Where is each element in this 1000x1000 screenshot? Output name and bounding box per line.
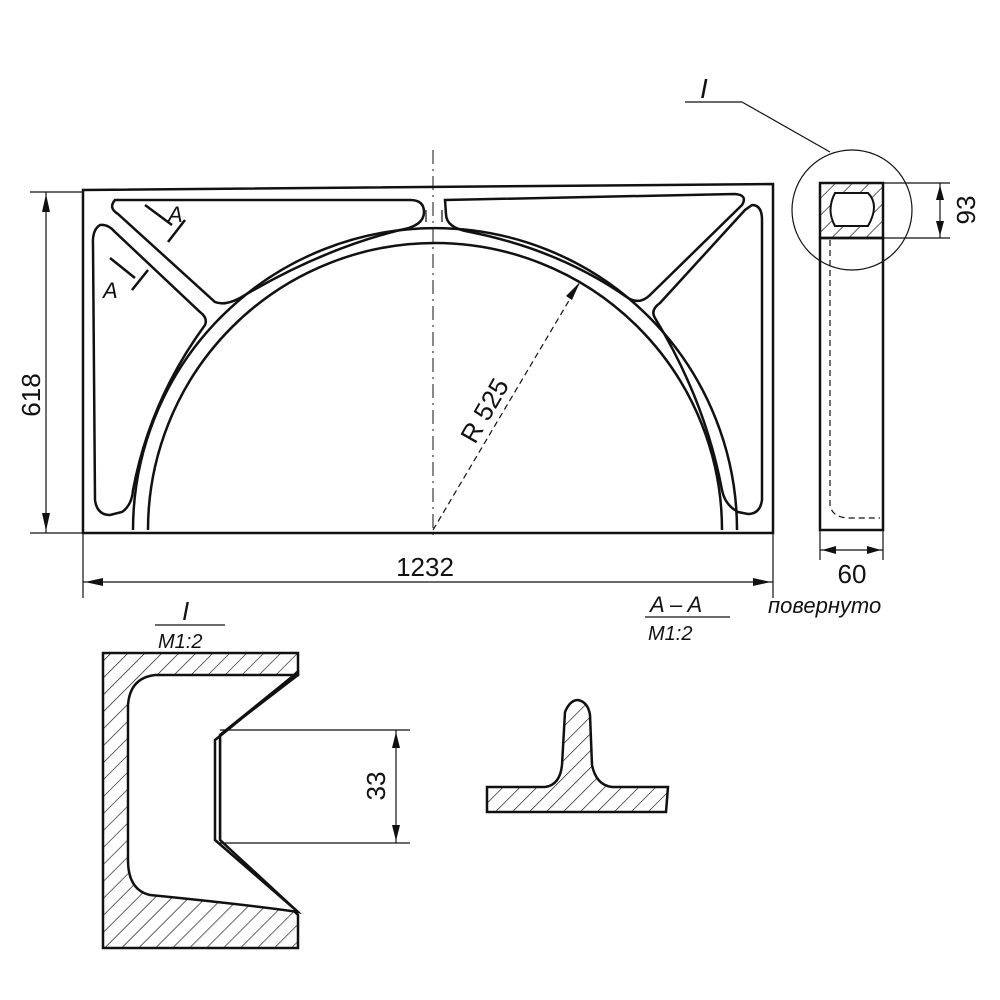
side-view: I 93 60 <box>685 73 981 589</box>
detail-scale: M1:2 <box>158 631 202 653</box>
detail-height-label: 93 <box>951 196 981 225</box>
section-title: A – A M1:2 повернуто <box>645 592 881 645</box>
section-mark-lower: A <box>101 278 118 303</box>
section-title-label: A – A <box>648 592 702 617</box>
section-note: повернуто <box>768 593 881 618</box>
detail-inner-label: 33 <box>361 772 391 801</box>
radius-label: R 525 <box>454 373 515 448</box>
front-view: R 525 A A 618 1232 <box>16 150 775 598</box>
width-label: 1232 <box>396 552 454 582</box>
section-scale-label: M1:2 <box>648 623 692 645</box>
section-profile <box>485 698 670 814</box>
height-label: 618 <box>16 373 46 416</box>
detail-view: I M1:2 33 <box>101 596 410 950</box>
detail-title: I <box>182 596 189 626</box>
detail-callout: I <box>700 73 708 104</box>
side-width-label: 60 <box>838 559 867 589</box>
section-mark-upper: A <box>166 202 183 227</box>
